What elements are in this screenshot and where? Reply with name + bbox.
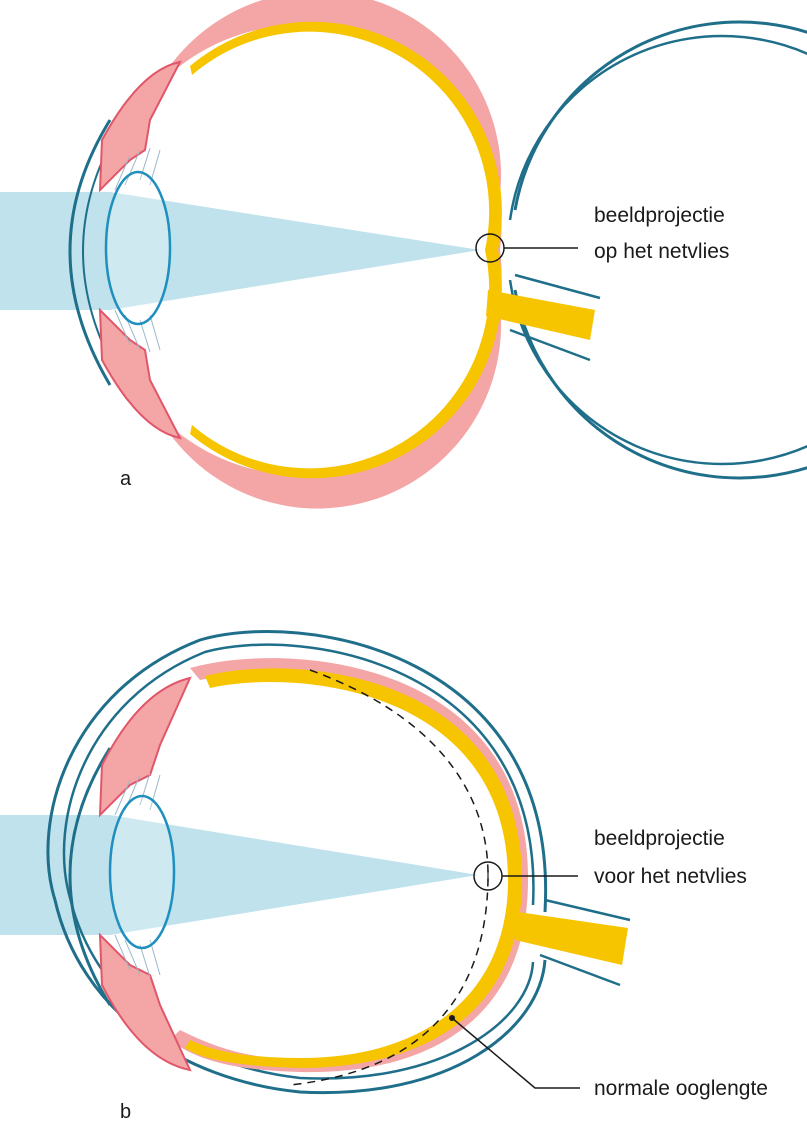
label-b-line2: voor het netvlies (594, 865, 747, 888)
sclera-outer-b (46, 630, 548, 1095)
lens-a (104, 170, 172, 326)
zonules-b (114, 772, 161, 978)
zonules-a (114, 147, 161, 353)
optic-sheath-bottom-a (509, 328, 591, 362)
choroid-a (150, 0, 502, 509)
label-normal-length: normale ooglengte (594, 1077, 768, 1100)
cornea-b (68, 747, 112, 1006)
sclera-inner-a (508, 34, 807, 466)
light-beam-a (0, 192, 480, 310)
panel-b-eye: beeldprojectie voor het netvlies normale… (0, 630, 768, 1123)
sclera-inner-b (62, 643, 535, 1080)
cornea-a (68, 119, 112, 386)
ciliary-upper-b (98, 676, 192, 818)
ciliary-lower-b (98, 932, 192, 1072)
optic-sheath-bottom-b (539, 953, 621, 987)
label-a-line1: beeldprojectie (594, 204, 725, 227)
ciliary-upper-a (98, 60, 182, 193)
leader-line-length (451, 1017, 580, 1089)
panel-letter-b: b (120, 1101, 131, 1123)
optic-sheath-top-b (544, 898, 631, 922)
optic-nerve-a (486, 290, 595, 340)
sclera-outer-a (513, 20, 807, 480)
label-a-line2: op het netvlies (594, 240, 729, 263)
label-b-line1: beeldprojectie (594, 827, 725, 850)
optic-nerve-b (515, 912, 628, 965)
light-beam-b (0, 815, 478, 935)
panel-letter-a: a (120, 468, 132, 490)
ciliary-lower-a (98, 307, 182, 440)
panel-a-eye: beeldprojectie op het netvlies a (0, 0, 807, 509)
lens-b (108, 794, 176, 950)
optic-sheath-top-a (514, 273, 601, 300)
